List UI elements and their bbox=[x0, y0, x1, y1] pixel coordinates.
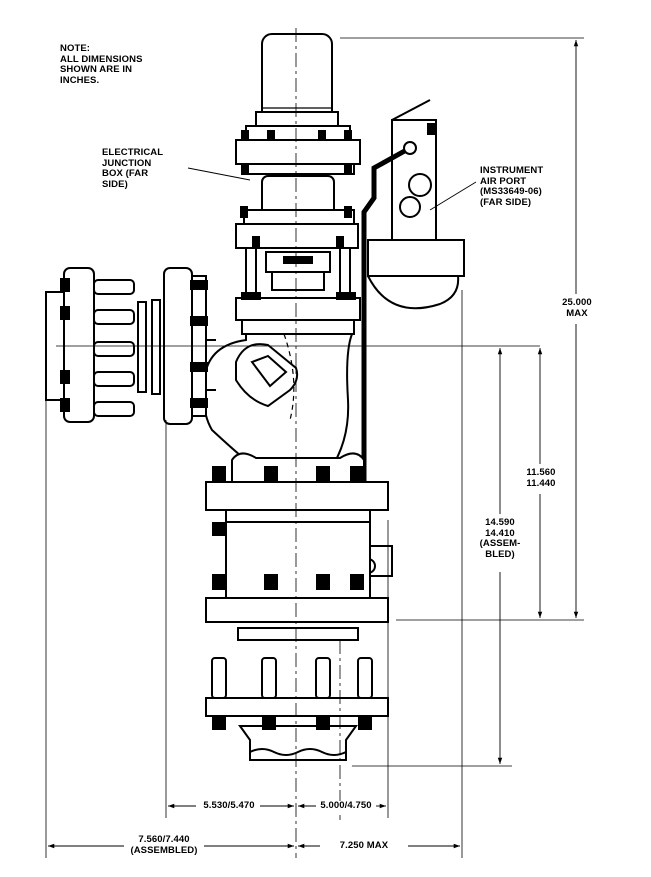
left-overall-dimension: 7.560/7.440 (ASSEMBLED) bbox=[124, 834, 204, 856]
note-line: SHOWN ARE IN bbox=[60, 64, 133, 75]
note-line: NOTE: bbox=[60, 43, 91, 54]
junction-box-bolts bbox=[240, 206, 352, 248]
callout-line: SIDE) bbox=[102, 178, 128, 190]
general-note: NOTE: ALL DIMENSIONS SHOWN ARE IN INCHES… bbox=[60, 43, 143, 86]
callout-line: ELECTRICAL bbox=[102, 147, 164, 158]
dimension-value: (ASSEMBLED) bbox=[130, 844, 198, 856]
callout-line: (MS33649-06) bbox=[480, 186, 542, 197]
dimension-value: (ASSEM- bbox=[479, 538, 521, 549]
callout-line: INSTRUMENT bbox=[480, 165, 544, 176]
extension-lines bbox=[45, 37, 584, 858]
callout-line: JUNCTION bbox=[102, 157, 152, 169]
dimension-value: BLED) bbox=[485, 548, 515, 560]
note-line: INCHES. bbox=[60, 74, 100, 86]
dimension-value: 7.250 MAX bbox=[339, 840, 389, 851]
dimension-value: 11.440 bbox=[526, 477, 556, 489]
dimension-value: 7.560/7.440 bbox=[138, 834, 190, 845]
outlet-studs bbox=[205, 657, 389, 761]
mid-stack-bolts bbox=[241, 256, 356, 300]
air-port-callout: INSTRUMENT AIR PORT (MS33649-06) (FAR SI… bbox=[480, 165, 544, 208]
side-housing bbox=[367, 99, 465, 310]
dimension-value: 5.000/4.750 bbox=[320, 800, 372, 811]
leader-lines bbox=[187, 167, 477, 211]
dimension-value: 5.530/5.470 bbox=[203, 800, 255, 811]
inlet-flange-bolts bbox=[60, 278, 208, 412]
dimension-lines bbox=[48, 40, 579, 849]
centerlines bbox=[295, 28, 341, 858]
callout-line: AIR PORT bbox=[480, 175, 527, 187]
outlet-flange-bolts bbox=[212, 716, 372, 730]
lower-flange-middle bbox=[205, 521, 389, 641]
overall-height-dimension: 25.000 MAX bbox=[556, 297, 598, 319]
dimension-value: 14.410 bbox=[485, 527, 515, 539]
assembled-height-dimension: 14.590 14.410 (ASSEM- BLED) bbox=[478, 517, 522, 560]
upper-flange-bolts bbox=[241, 130, 352, 174]
left-offset-dimension: 5.530/5.470 bbox=[198, 800, 260, 812]
junction-box-callout: ELECTRICAL JUNCTION BOX (FAR SIDE) bbox=[102, 147, 164, 190]
lower-flange-middle-bolts bbox=[212, 574, 364, 590]
right-offset-dimension: 5.000/4.750 bbox=[316, 800, 376, 812]
note-line: ALL DIMENSIONS bbox=[60, 53, 143, 65]
dimension-value: MAX bbox=[566, 307, 588, 319]
dimension-value: 14.590 bbox=[485, 517, 515, 528]
callout-line: BOX (FAR bbox=[102, 168, 149, 179]
actuator-cap bbox=[255, 33, 339, 127]
port-height-dimension: 11.560 11.440 bbox=[522, 467, 560, 489]
dimension-value: 11.560 bbox=[526, 467, 556, 478]
dimension-value: 25.000 bbox=[562, 297, 592, 308]
callout-line: (FAR SIDE) bbox=[480, 196, 532, 208]
right-overall-dimension: 7.250 MAX bbox=[320, 840, 408, 852]
valve-body bbox=[202, 333, 354, 471]
upper-flange bbox=[235, 125, 361, 175]
lower-flange-upper bbox=[205, 452, 389, 523]
